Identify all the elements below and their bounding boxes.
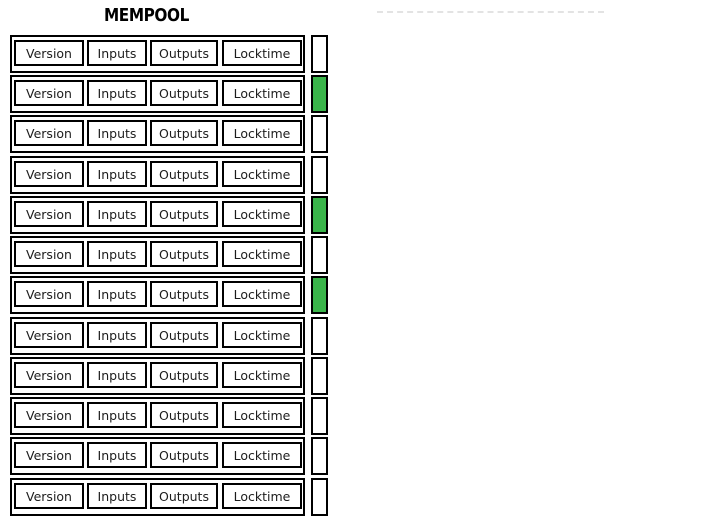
tx-field-locktime: Locktime xyxy=(222,201,302,227)
tx-field-inputs: Inputs xyxy=(87,442,147,468)
tx-field-version: Version xyxy=(14,402,84,428)
tx-field-inputs: Inputs xyxy=(87,120,147,146)
tx-indicator xyxy=(311,196,328,234)
transaction-box: Version Inputs Outputs Locktime xyxy=(10,317,305,355)
tx-field-version: Version xyxy=(14,120,84,146)
tx-field-outputs: Outputs xyxy=(150,241,218,267)
mempool-row: Version Inputs Outputs Locktime xyxy=(10,397,330,435)
tx-field-outputs: Outputs xyxy=(150,483,218,509)
transaction-box: Version Inputs Outputs Locktime xyxy=(10,35,305,73)
tx-field-inputs: Inputs xyxy=(87,483,147,509)
transaction-box: Version Inputs Outputs Locktime xyxy=(10,478,305,516)
tx-field-version: Version xyxy=(14,201,84,227)
transaction-box: Version Inputs Outputs Locktime xyxy=(10,75,305,113)
tx-field-outputs: Outputs xyxy=(150,362,218,388)
mempool-row: Version Inputs Outputs Locktime xyxy=(10,115,330,153)
mempool-row: Version Inputs Outputs Locktime xyxy=(10,75,330,113)
tx-field-inputs: Inputs xyxy=(87,402,147,428)
mempool-row: Version Inputs Outputs Locktime xyxy=(10,236,330,274)
tx-field-locktime: Locktime xyxy=(222,80,302,106)
tx-field-outputs: Outputs xyxy=(150,40,218,66)
mempool-row: Version Inputs Outputs Locktime xyxy=(10,317,330,355)
mempool-row: Version Inputs Outputs Locktime xyxy=(10,196,330,234)
tx-field-outputs: Outputs xyxy=(150,442,218,468)
tx-indicator xyxy=(311,437,328,475)
tx-field-locktime: Locktime xyxy=(222,322,302,348)
tx-indicator xyxy=(311,156,328,194)
tx-field-inputs: Inputs xyxy=(87,161,147,187)
tx-indicator xyxy=(311,276,328,314)
tx-indicator xyxy=(311,317,328,355)
tx-field-version: Version xyxy=(14,40,84,66)
tx-field-inputs: Inputs xyxy=(87,281,147,307)
tx-field-locktime: Locktime xyxy=(222,241,302,267)
mempool-row: Version Inputs Outputs Locktime xyxy=(10,276,330,314)
tx-field-version: Version xyxy=(14,241,84,267)
tx-field-inputs: Inputs xyxy=(87,201,147,227)
tx-field-inputs: Inputs xyxy=(87,362,147,388)
tx-field-version: Version xyxy=(14,322,84,348)
tx-field-version: Version xyxy=(14,281,84,307)
transaction-box: Version Inputs Outputs Locktime xyxy=(10,156,305,194)
tx-field-outputs: Outputs xyxy=(150,120,218,146)
tx-field-locktime: Locktime xyxy=(222,161,302,187)
transaction-box: Version Inputs Outputs Locktime xyxy=(10,357,305,395)
tx-field-version: Version xyxy=(14,442,84,468)
tx-field-version: Version xyxy=(14,483,84,509)
tx-field-inputs: Inputs xyxy=(87,241,147,267)
tx-field-outputs: Outputs xyxy=(150,402,218,428)
tx-field-version: Version xyxy=(14,80,84,106)
dashed-divider-line xyxy=(377,11,604,13)
mempool-row: Version Inputs Outputs Locktime xyxy=(10,437,330,475)
tx-field-locktime: Locktime xyxy=(222,402,302,428)
tx-indicator xyxy=(311,75,328,113)
tx-field-version: Version xyxy=(14,362,84,388)
tx-field-outputs: Outputs xyxy=(150,80,218,106)
tx-indicator xyxy=(311,236,328,274)
transaction-box: Version Inputs Outputs Locktime xyxy=(10,437,305,475)
tx-field-locktime: Locktime xyxy=(222,281,302,307)
tx-field-inputs: Inputs xyxy=(87,80,147,106)
transaction-box: Version Inputs Outputs Locktime xyxy=(10,276,305,314)
tx-field-outputs: Outputs xyxy=(150,322,218,348)
mempool-row: Version Inputs Outputs Locktime xyxy=(10,478,330,516)
tx-field-locktime: Locktime xyxy=(222,442,302,468)
tx-indicator xyxy=(311,35,328,73)
mempool-row: Version Inputs Outputs Locktime xyxy=(10,35,330,73)
tx-indicator xyxy=(311,397,328,435)
tx-field-locktime: Locktime xyxy=(222,362,302,388)
tx-field-locktime: Locktime xyxy=(222,483,302,509)
transaction-box: Version Inputs Outputs Locktime xyxy=(10,236,305,274)
tx-indicator xyxy=(311,478,328,516)
tx-field-version: Version xyxy=(14,161,84,187)
tx-field-inputs: Inputs xyxy=(87,40,147,66)
tx-indicator xyxy=(311,115,328,153)
tx-field-locktime: Locktime xyxy=(222,40,302,66)
tx-field-outputs: Outputs xyxy=(150,281,218,307)
transaction-box: Version Inputs Outputs Locktime xyxy=(10,196,305,234)
mempool-title: MEMPOOL xyxy=(104,5,189,26)
mempool-row: Version Inputs Outputs Locktime xyxy=(10,357,330,395)
mempool-row: Version Inputs Outputs Locktime xyxy=(10,156,330,194)
tx-field-outputs: Outputs xyxy=(150,201,218,227)
tx-field-outputs: Outputs xyxy=(150,161,218,187)
transaction-box: Version Inputs Outputs Locktime xyxy=(10,115,305,153)
tx-indicator xyxy=(311,357,328,395)
tx-field-inputs: Inputs xyxy=(87,322,147,348)
transaction-box: Version Inputs Outputs Locktime xyxy=(10,397,305,435)
tx-field-locktime: Locktime xyxy=(222,120,302,146)
